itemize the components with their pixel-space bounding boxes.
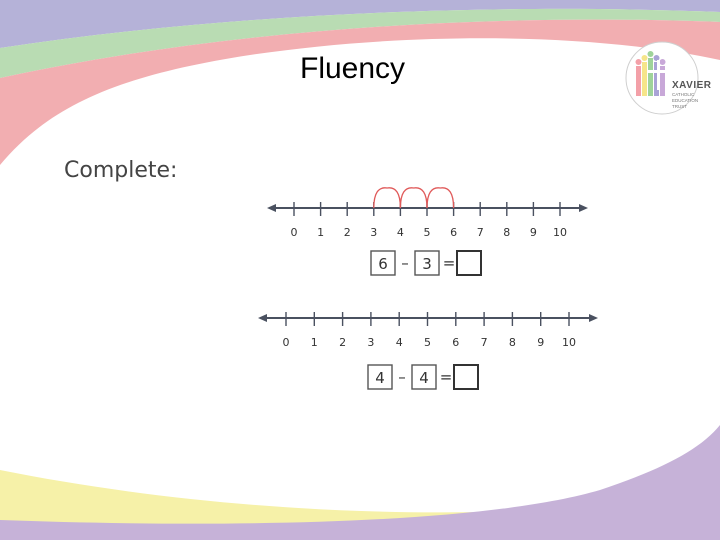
lilac-band <box>0 425 720 540</box>
minuend-value: 6 <box>378 255 388 273</box>
hop-arc <box>373 187 402 209</box>
tick-label: 0 <box>283 336 290 349</box>
tick-label: 8 <box>503 226 510 239</box>
minus-sign: – <box>401 254 409 272</box>
right-arrow-icon <box>579 204 588 212</box>
minuend-box <box>367 364 393 390</box>
tick-label: 7 <box>477 226 484 239</box>
tick-label: 0 <box>291 226 298 239</box>
minuend-value: 4 <box>375 369 385 387</box>
pink-band <box>0 19 720 166</box>
logo-emblem-icon <box>625 41 699 115</box>
minuend-box <box>370 250 396 276</box>
tick-label: 4 <box>396 336 403 349</box>
slide-title: Fluency <box>300 52 406 85</box>
tick-label: 2 <box>339 336 346 349</box>
tick-label: 1 <box>317 226 324 239</box>
tick-label: 9 <box>530 226 537 239</box>
tick-label: 6 <box>452 336 459 349</box>
answer-box[interactable] <box>453 364 479 390</box>
tick-label: 1 <box>311 336 318 349</box>
tick-label: 3 <box>367 336 374 349</box>
instruction-text: Complete: <box>64 158 178 183</box>
tick-label: 5 <box>424 336 431 349</box>
tick-label: 3 <box>370 226 377 239</box>
tick-label: 4 <box>397 226 404 239</box>
tick-label: 8 <box>509 336 516 349</box>
tick-label: 7 <box>481 336 488 349</box>
tick-label: 5 <box>424 226 431 239</box>
tick-label: 10 <box>553 226 567 239</box>
equals-sign: = <box>443 254 456 272</box>
tick-label: 2 <box>344 226 351 239</box>
equals-sign: = <box>440 368 453 386</box>
hop-arc <box>426 187 455 209</box>
subtrahend-box <box>414 250 440 276</box>
left-arrow-icon <box>258 314 267 322</box>
logo-name: XAVIER <box>672 80 712 91</box>
hop-arc <box>399 187 428 209</box>
subtrahend-box <box>411 364 437 390</box>
tick-label: 9 <box>537 336 544 349</box>
subtrahend-value: 4 <box>419 369 429 387</box>
left-arrow-icon <box>267 204 276 212</box>
green-band <box>0 8 720 79</box>
school-logo: XAVIER CATHOLIC EDUCATION TRUST <box>622 38 714 118</box>
purple-band <box>0 0 720 48</box>
tick-label: 10 <box>562 336 576 349</box>
answer-box[interactable] <box>456 250 482 276</box>
logo-subtitle: CATHOLIC EDUCATION TRUST <box>672 92 699 109</box>
right-arrow-icon <box>589 314 598 322</box>
minus-sign: – <box>398 368 406 386</box>
subtrahend-value: 3 <box>422 255 432 273</box>
tick-label: 6 <box>450 226 457 239</box>
